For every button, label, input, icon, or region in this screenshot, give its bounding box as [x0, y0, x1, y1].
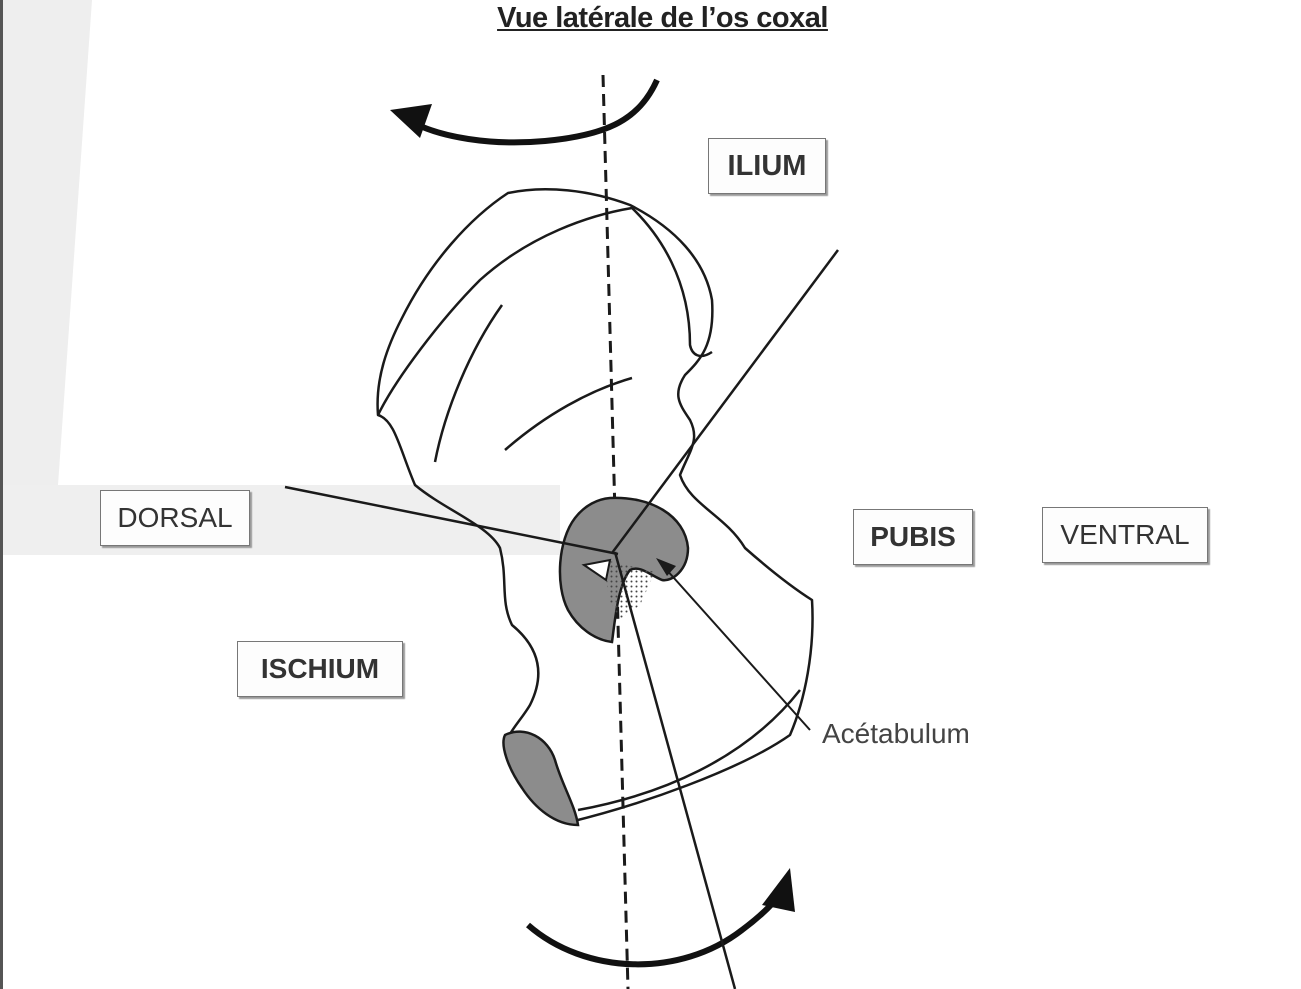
rotation-arrow-bottom-icon — [526, 868, 795, 968]
label-ilium: ILIUM — [708, 138, 826, 194]
label-pubis: PUBIS — [853, 509, 973, 565]
ischium-axis-line — [613, 551, 737, 989]
gluteal-line-2 — [504, 376, 633, 451]
rotation-arrow-top-icon — [390, 78, 660, 146]
dorsal-axis-line — [284, 485, 619, 556]
ischial-tuberosity — [502, 730, 580, 827]
ilium-axis-line — [610, 249, 840, 554]
figure-title: Vue latérale de l’os coxal — [497, 2, 828, 34]
pubic-ramus-line — [577, 689, 801, 812]
label-ischium: ISCHIUM — [237, 641, 403, 697]
frame-edge — [0, 0, 3, 989]
iliac-crest-inner — [376, 206, 713, 416]
gluteal-line-1 — [433, 304, 504, 463]
label-ventral: VENTRAL — [1042, 507, 1208, 563]
label-pointer-arrow-icon — [656, 558, 811, 731]
label-dorsal: DORSAL — [100, 490, 250, 546]
acetabular-notch — [605, 560, 655, 620]
label-acetabulum: Acétabulum — [822, 718, 970, 749]
acetabular-lunate-inner — [581, 558, 612, 582]
